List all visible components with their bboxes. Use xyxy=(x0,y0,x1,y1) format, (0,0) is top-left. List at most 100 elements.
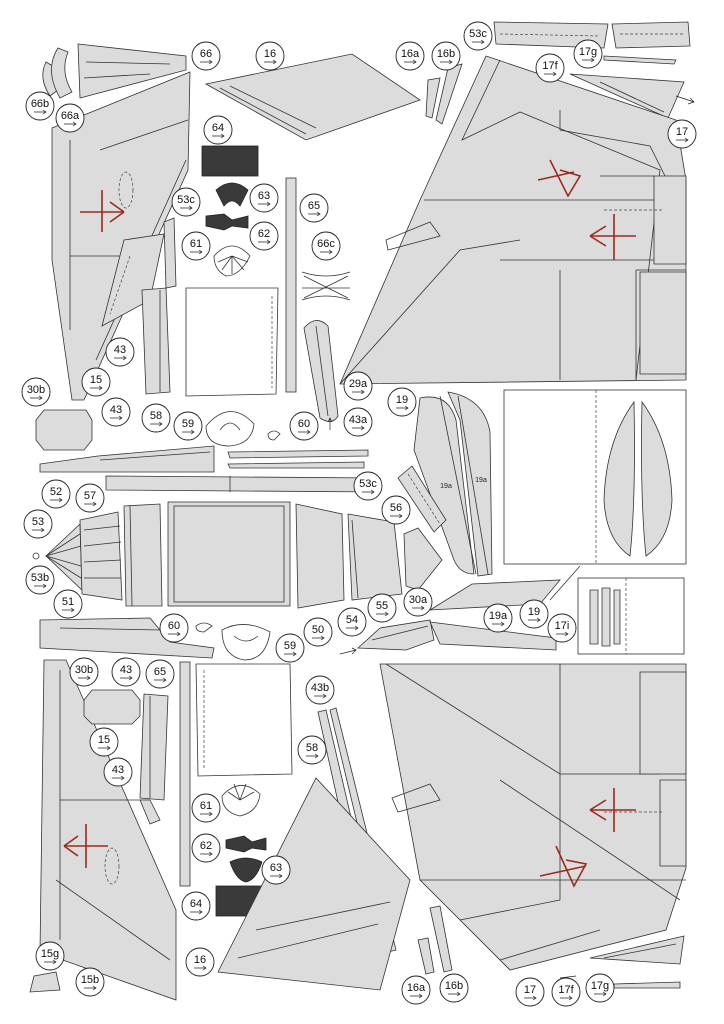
label-text: 19a xyxy=(489,610,508,622)
part-label-43-b: 43 xyxy=(101,397,131,427)
red-direction-mark-a xyxy=(537,159,582,198)
part-15-side-bot xyxy=(39,659,177,1001)
part-label-55: 55 xyxy=(367,593,397,623)
label-text: 59 xyxy=(284,640,296,652)
label-text: 43 xyxy=(110,404,122,416)
label-arrow-icon xyxy=(556,631,569,637)
label-text: 17g xyxy=(579,46,597,58)
part-label-52: 52 xyxy=(41,479,71,509)
part-65-top xyxy=(285,177,297,393)
label-arrow-icon xyxy=(352,425,365,431)
part-label-17g-bot: 17g xyxy=(585,973,615,1003)
part-long-strip-low xyxy=(39,617,215,659)
label-circle xyxy=(381,495,411,525)
label-text: 50 xyxy=(312,624,324,636)
label-arrow-icon xyxy=(314,693,327,699)
label-text: 66 xyxy=(200,48,212,60)
part-53c-top xyxy=(493,21,691,49)
part-label-43a: 43a xyxy=(343,407,373,437)
part-19a-label-left: 19a xyxy=(440,483,452,490)
part-52-ring xyxy=(79,511,123,601)
part-label-59-top: 59 xyxy=(173,411,203,441)
label-circle xyxy=(483,603,513,633)
label-circle xyxy=(53,589,83,619)
part-16-top xyxy=(204,53,421,141)
label-arrow-icon xyxy=(390,513,403,519)
label-text: 56 xyxy=(390,502,402,514)
label-arrow-icon xyxy=(50,497,63,503)
part-17-wing-top xyxy=(339,55,687,385)
label-text: 43a xyxy=(349,414,368,426)
label-arrow-icon xyxy=(44,959,57,965)
part-label-17i: 17i xyxy=(547,613,577,643)
label-text: 16a xyxy=(407,982,426,994)
label-arrow-icon xyxy=(84,985,97,991)
part-center-panel xyxy=(167,501,291,607)
label-text: 62 xyxy=(258,228,270,240)
label-circle xyxy=(145,659,175,689)
part-label-56: 56 xyxy=(381,495,411,525)
part-label-63-bot: 63 xyxy=(261,855,291,885)
part-51-ring xyxy=(123,503,163,607)
label-arrow-icon xyxy=(98,745,111,751)
part-17i-card xyxy=(577,577,685,655)
part-label-65-top: 65 xyxy=(299,193,329,223)
part-label-15b: 15b xyxy=(75,967,105,997)
part-50-ring xyxy=(295,503,345,609)
label-text: 29a xyxy=(349,378,368,390)
part-label-16b-bot: 16b xyxy=(439,973,469,1003)
label-circle xyxy=(439,973,469,1003)
part-30b-bot xyxy=(83,689,141,725)
part-label-30b-top: 30b xyxy=(21,377,51,407)
part-label-65-bot: 65 xyxy=(145,659,175,689)
label-arrow-icon xyxy=(34,583,47,589)
label-arrow-icon xyxy=(320,249,333,255)
label-text: 57 xyxy=(84,490,96,502)
label-text: 61 xyxy=(200,800,212,812)
label-circle xyxy=(387,387,417,417)
label-arrow-icon xyxy=(396,405,409,411)
label-text: 52 xyxy=(50,486,62,498)
label-arrow-icon xyxy=(472,39,485,45)
label-circle xyxy=(547,613,577,643)
label-circle xyxy=(185,947,215,977)
label-text: 16 xyxy=(194,954,206,966)
part-label-53b: 53b xyxy=(25,565,55,595)
label-circle xyxy=(81,367,111,397)
label-arrow-icon xyxy=(258,201,271,207)
label-arrow-icon xyxy=(524,995,537,1001)
label-circle xyxy=(191,793,221,823)
part-43-bot xyxy=(139,693,169,825)
part-29a xyxy=(303,320,339,430)
label-arrow-icon xyxy=(676,137,689,143)
label-arrow-icon xyxy=(298,429,311,435)
part-label-51: 51 xyxy=(53,589,83,619)
part-label-19a: 19a xyxy=(483,603,513,633)
label-arrow-icon xyxy=(404,59,417,65)
label-text: 63 xyxy=(270,862,282,874)
label-text: 30b xyxy=(75,664,93,676)
label-text: 54 xyxy=(346,614,358,626)
part-label-58-top: 58 xyxy=(141,403,171,433)
part-16-bot xyxy=(217,777,411,991)
part-54-ring xyxy=(347,513,403,601)
label-text: 43 xyxy=(114,344,126,356)
part-label-66a: 66a xyxy=(55,103,85,133)
part-label-58-bot: 58 xyxy=(297,735,327,765)
part-label-60-top: 60 xyxy=(289,411,319,441)
label-arrow-icon xyxy=(182,429,195,435)
label-circle xyxy=(573,39,603,69)
label-arrow-icon xyxy=(264,59,277,65)
label-arrow-icon xyxy=(410,993,423,999)
part-15g xyxy=(29,971,61,993)
label-arrow-icon xyxy=(284,651,297,657)
label-arrow-icon xyxy=(64,121,77,127)
part-label-64-bot: 64 xyxy=(181,891,211,921)
part-label-17f-top: 17f xyxy=(535,53,565,83)
part-label-15-bot: 15 xyxy=(89,727,119,757)
label-circle xyxy=(289,411,319,441)
part-label-60-bot: 60 xyxy=(159,613,189,643)
label-circle xyxy=(249,221,279,251)
label-text: 53 xyxy=(32,516,44,528)
